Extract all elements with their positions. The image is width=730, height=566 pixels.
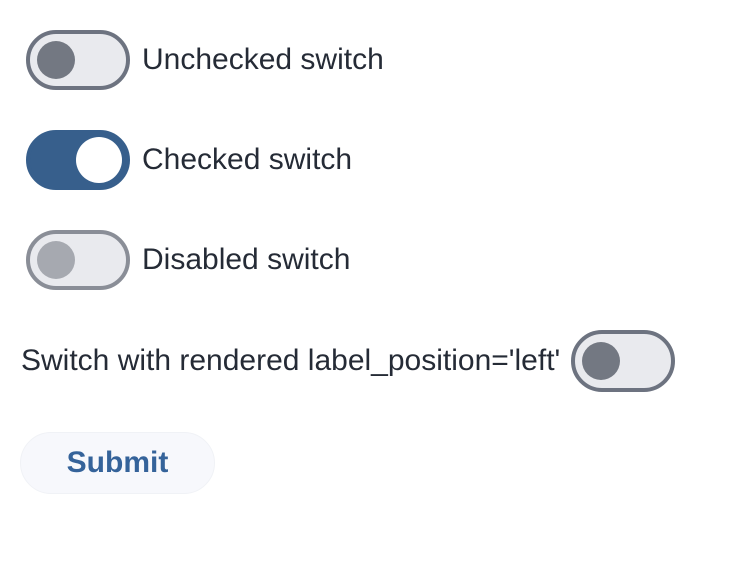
- switch-knob: [37, 41, 75, 79]
- toggle-form: Unchecked switch Checked switch Disabled…: [20, 30, 730, 494]
- checked-switch-label: Checked switch: [142, 143, 353, 176]
- switch-knob: [37, 241, 75, 279]
- left-label-switch-toggle[interactable]: [571, 330, 676, 392]
- unchecked-switch-label: Unchecked switch: [142, 43, 384, 76]
- disabled-switch-label: Disabled switch: [142, 243, 351, 276]
- checked-switch-toggle[interactable]: [26, 130, 130, 190]
- switch-row-unchecked: Unchecked switch: [26, 30, 730, 90]
- disabled-switch-toggle: [26, 230, 130, 290]
- switch-knob: [76, 137, 122, 183]
- submit-button[interactable]: Submit: [20, 432, 215, 494]
- switch-row-label-left: Switch with rendered label_position='lef…: [21, 330, 730, 392]
- switch-row-checked: Checked switch: [26, 130, 730, 190]
- switch-row-disabled: Disabled switch: [26, 230, 730, 290]
- switch-knob: [582, 342, 621, 380]
- left-label-switch-label: Switch with rendered label_position='lef…: [21, 344, 561, 377]
- unchecked-switch-toggle[interactable]: [26, 30, 130, 90]
